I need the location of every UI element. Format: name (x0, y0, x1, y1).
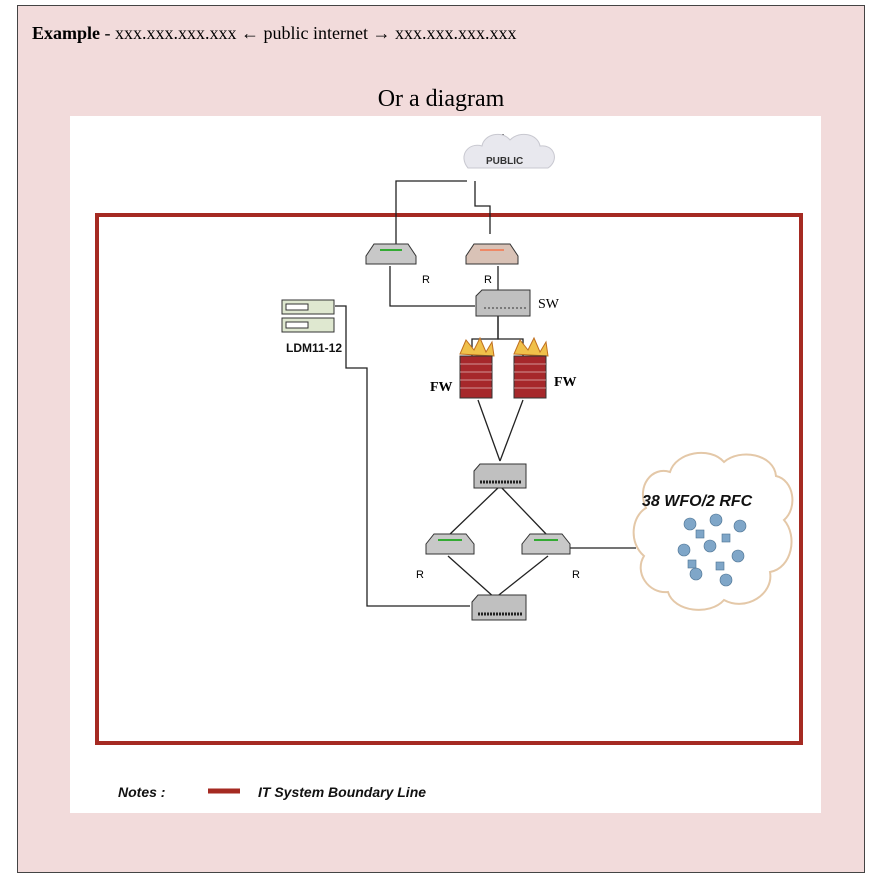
example-text: - xxx.xxx.xxx.xxx ← public internet → xx… (100, 23, 517, 43)
wfo-site-icons (677, 513, 747, 587)
router-lower-left-label: R (416, 569, 424, 581)
firewall-left-label: FW (430, 380, 453, 395)
firewall-right-label: FW (554, 375, 577, 390)
wfo-cloud-label: 38 WFO/2 RFC (642, 493, 753, 510)
legend-text: IT System Boundary Line (258, 784, 426, 800)
ldm-servers: LDM11-12 (281, 299, 342, 355)
router-top-left: R (365, 243, 430, 286)
router-top-left-label: R (422, 274, 430, 286)
example-line: Example - xxx.xxx.xxx.xxx ← public inter… (32, 23, 516, 44)
router-top-right-label: R (484, 274, 492, 286)
example-frame: Example - xxx.xxx.xxx.xxx ← public inter… (17, 5, 865, 873)
public-cloud: PUBLIC (463, 133, 555, 169)
router-lower-right: R (521, 533, 580, 581)
network-diagram: PUBLIC R R SW (70, 116, 821, 813)
switch-sw-label: SW (538, 297, 560, 312)
connection-lines (335, 134, 636, 607)
router-top-right: R (465, 243, 519, 286)
ldm-label: LDM11-12 (286, 341, 342, 355)
public-cloud-label: PUBLIC (486, 156, 523, 167)
firewall-right: FW (513, 336, 577, 399)
legend: Notes : IT System Boundary Line (118, 784, 426, 800)
router-lower-left: R (416, 533, 475, 581)
diagram-caption: Or a diagram (377, 86, 505, 112)
router-lower-right-label: R (572, 569, 580, 581)
it-system-boundary (95, 213, 803, 745)
example-label: Example (32, 23, 101, 43)
notes-label: Notes : (118, 784, 165, 800)
firewall-left: FW (430, 336, 495, 399)
wfo-rfc-cloud: 38 WFO/2 RFC (632, 452, 794, 611)
network-diagram-svg: PUBLIC R R SW (95, 133, 803, 800)
switch-sw: SW (475, 289, 560, 317)
switch-middle (473, 463, 527, 489)
switch-bottom (471, 594, 527, 621)
